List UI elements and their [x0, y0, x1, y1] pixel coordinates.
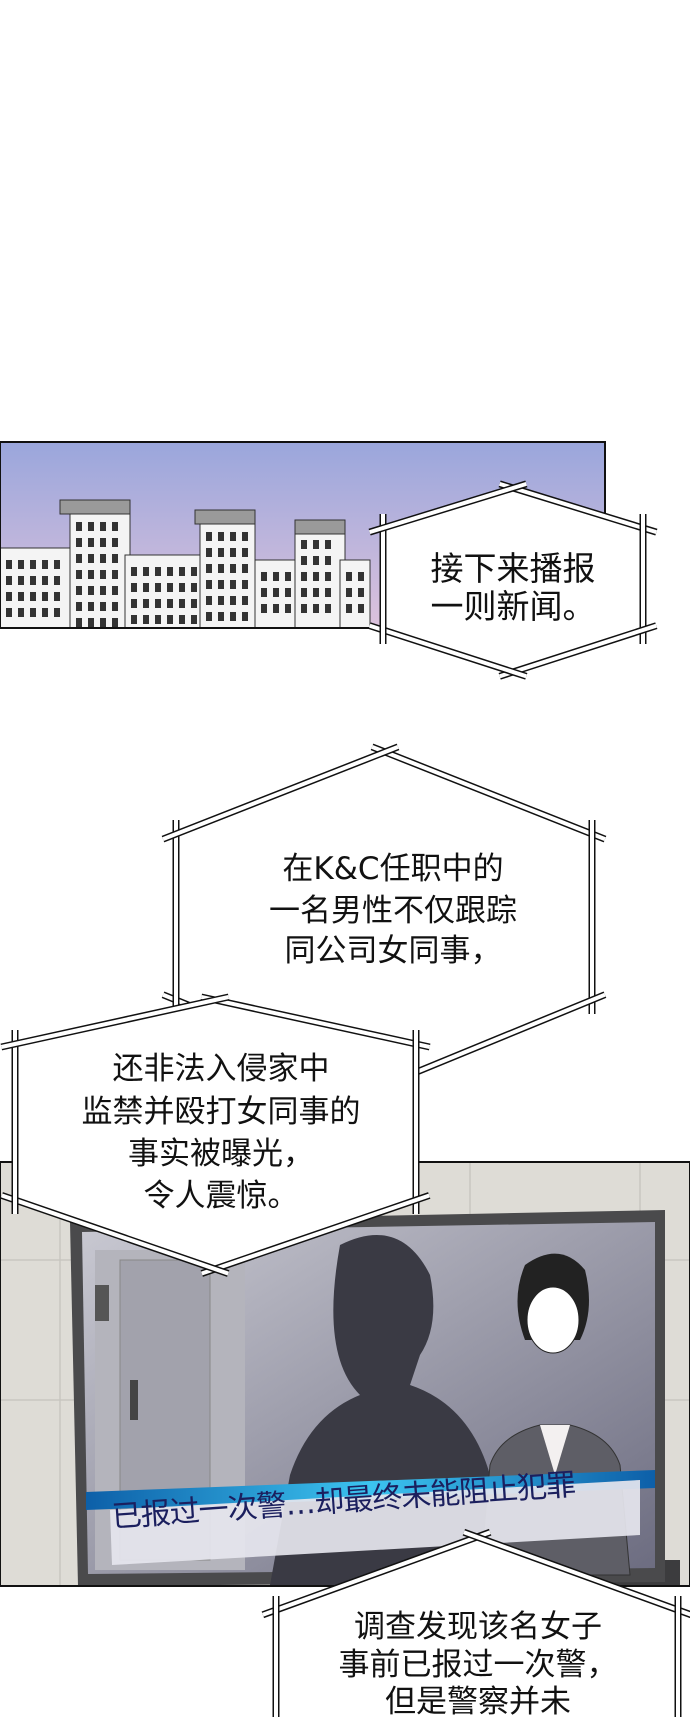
bubble-1-shape [368, 480, 658, 680]
building [339, 559, 371, 629]
bubble-line: 调查发现该名女子 [354, 1609, 602, 1645]
bubble-line: 事前已报过一次警， [338, 1647, 618, 1683]
bubble-line: 事实被曝光， [128, 1136, 314, 1172]
bubble-line: 在K&C任职中的 [282, 851, 504, 887]
bubble-line: 监禁并殴打女同事的 [81, 1094, 361, 1130]
panel-tv-news [0, 1161, 690, 1587]
bubble-line: 还非法入侵家中 [112, 1051, 330, 1087]
bubble-2-shape [161, 743, 607, 1094]
bubble-line: 一名男性不仅跟踪 [269, 893, 517, 929]
bubble-line: 但是警察并未 [385, 1684, 571, 1720]
bubble-3-shape [0, 993, 431, 1277]
bubble-4-shape [261, 1528, 690, 1717]
bubble-line: 一则新闻。 [430, 587, 596, 626]
bubble-line: 同公司女同事， [284, 933, 502, 969]
bubble-line: 令人震惊。 [143, 1178, 299, 1214]
bubble-line: 接下来播报 [430, 549, 596, 588]
